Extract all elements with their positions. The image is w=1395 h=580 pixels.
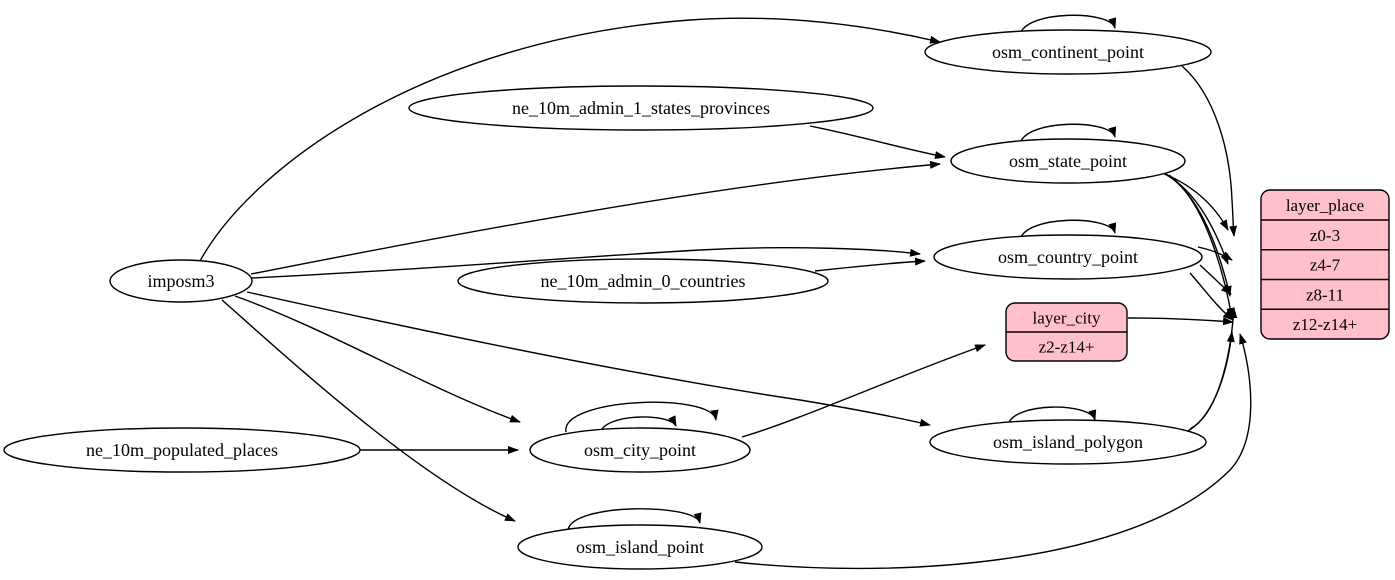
- record-row-layer_place-3[interactable]: z12-z14+: [1293, 315, 1357, 334]
- node-osm_state_point[interactable]: osm_state_point: [950, 138, 1186, 184]
- selfloop-osm_continent_point: [1019, 14, 1117, 36]
- edge-osm_country_point-to-layer_place-z8-11: [1199, 264, 1232, 295]
- node-osm_country_point[interactable]: osm_country_point: [933, 234, 1203, 280]
- node-osm_continent_point[interactable]: osm_continent_point: [924, 29, 1212, 75]
- record-node-layer_place[interactable]: layer_place z0-3 z4-7 z8-11 z12-z14+: [1260, 189, 1390, 340]
- record-row-layer_city-0[interactable]: z2-z14+: [1039, 338, 1095, 357]
- record-body-layer_place: [1260, 189, 1390, 340]
- node-shape-osm_country_point: [933, 234, 1203, 280]
- node-shape-osm_continent_point: [924, 29, 1212, 75]
- edge-osm_country_point-to-layer_place-z4-7: [1197, 246, 1233, 261]
- selfloop-osm_state_point: [1019, 123, 1117, 145]
- node-shape-imposm3: [109, 259, 253, 303]
- record-row-layer_place-1[interactable]: z4-7: [1310, 256, 1341, 275]
- edge-osm_island_polygon-to-layer_place-z12-z14+: [1185, 331, 1235, 433]
- selfloop-osm_city_point-outer: [565, 401, 719, 433]
- edge-imposm3-to-osm_island_point: [221, 299, 516, 522]
- edge-osm_city_point-to-layer_city-z2-z14+: [741, 344, 986, 438]
- node-layer: imposm3 ne_10m_admin_1_states_provincesne…: [3, 29, 1212, 570]
- record-row-layer_place-2[interactable]: z8-11: [1306, 285, 1344, 304]
- selfloop-osm_country_point: [1019, 219, 1117, 241]
- node-label-osm_island_polygon: osm_island_polygon: [993, 432, 1143, 452]
- node-ne_populated[interactable]: ne_10m_populated_places: [3, 427, 361, 473]
- selfloop-osm_city_point-inner: [599, 415, 677, 434]
- node-shape-ne_countries: [457, 258, 829, 304]
- node-imposm3[interactable]: imposm3: [109, 259, 253, 303]
- record-row-layer_place-0[interactable]: z0-3: [1310, 226, 1340, 245]
- edge-osm_country_point-to-layer_place-z12-z14+: [1189, 272, 1234, 321]
- edge-imposm3-to-osm_state_point: [250, 160, 941, 275]
- edge-layer_city-to-layer_place-z12-z14+: [1127, 317, 1234, 326]
- edge-ne_states-to-osm_state_point: [809, 125, 946, 159]
- record-layer: layer_city z2-z14+ layer_place z0-3 z4-7 z8-1…: [1005, 189, 1390, 362]
- node-osm_city_point[interactable]: osm_city_point: [529, 427, 751, 473]
- node-shape-osm_city_point: [529, 427, 751, 473]
- edge-ne_countries-to-osm_country_point: [814, 257, 926, 272]
- node-label-osm_state_point: osm_state_point: [1009, 151, 1127, 171]
- node-shape-ne_populated: [3, 427, 361, 473]
- node-label-osm_continent_point: osm_continent_point: [992, 42, 1144, 62]
- record-node-layer_city[interactable]: layer_city z2-z14+: [1005, 302, 1128, 362]
- node-label-imposm3: imposm3: [147, 271, 214, 291]
- node-ne_countries[interactable]: ne_10m_admin_0_countries: [457, 258, 829, 304]
- edge-layer: [199, 14, 1252, 570]
- edge-osm_island_point-to-layer_place-z12-z14+: [734, 333, 1252, 570]
- node-ne_states[interactable]: ne_10m_admin_1_states_provinces: [408, 85, 874, 131]
- edge-imposm3-to-osm_country_point: [251, 247, 921, 279]
- node-shape-osm_island_polygon: [929, 419, 1207, 465]
- node-label-ne_states: ne_10m_admin_1_states_provinces: [512, 98, 770, 118]
- node-shape-ne_states: [408, 85, 874, 131]
- node-shape-osm_state_point: [950, 138, 1186, 184]
- edge-osm_island_polygon-to-layer_place-z8-11: [1189, 307, 1238, 430]
- node-osm_island_polygon[interactable]: osm_island_polygon: [929, 419, 1207, 465]
- node-label-osm_city_point: osm_city_point: [584, 440, 696, 460]
- edge-imposm3-to-osm_island_polygon: [246, 291, 931, 427]
- node-osm_island_point[interactable]: osm_island_point: [517, 524, 763, 570]
- node-label-ne_countries: ne_10m_admin_0_countries: [541, 271, 746, 291]
- record-title-layer_city: layer_city: [1033, 309, 1101, 328]
- node-shape-osm_island_point: [517, 524, 763, 570]
- node-label-osm_island_point: osm_island_point: [576, 537, 704, 557]
- selfloop-osm_island_polygon: [1007, 406, 1097, 426]
- node-label-osm_country_point: osm_country_point: [998, 247, 1138, 267]
- edge-imposm3-to-osm_continent_point: [199, 17, 941, 262]
- edge-osm_state_point-to-layer_place-z0-3: [1159, 171, 1229, 231]
- edge-imposm3-to-osm_city_point: [234, 295, 521, 423]
- record-title-layer_place: layer_place: [1286, 196, 1364, 215]
- edge-osm_continent_point-to-layer_place-z0-3: [1181, 65, 1238, 237]
- selfloop-osm_island_point: [567, 508, 702, 531]
- edge-osm_state_point-to-layer_place-z12-z14+: [1168, 174, 1235, 319]
- node-label-ne_populated: ne_10m_populated_places: [86, 440, 278, 460]
- edge-osm_state_point-to-layer_place-z8-11: [1165, 173, 1232, 297]
